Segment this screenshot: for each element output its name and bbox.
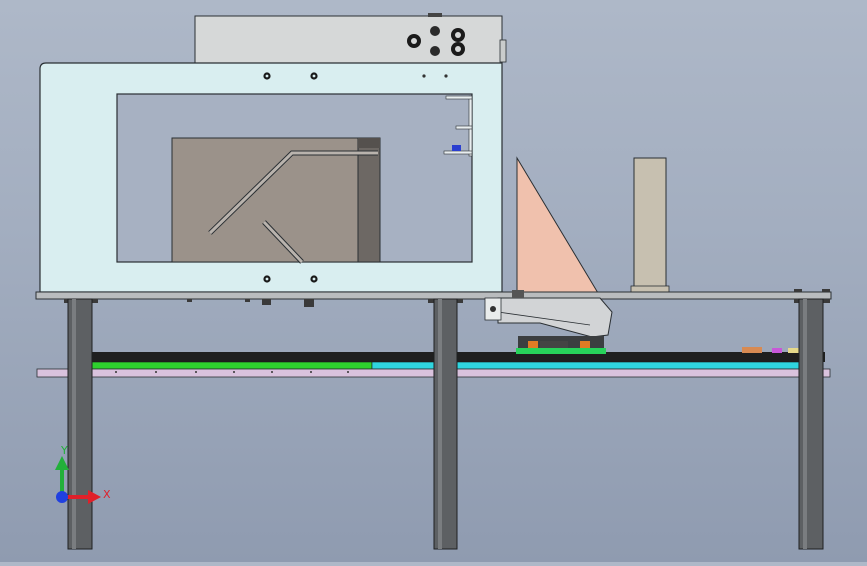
switch-icon[interactable] xyxy=(430,26,440,56)
bolt-icon xyxy=(263,72,448,283)
x-axis-arrow-icon xyxy=(64,490,101,504)
knob-icon[interactable] xyxy=(451,28,465,42)
y-axis-label: Y xyxy=(60,444,68,457)
wedge-plate[interactable] xyxy=(516,156,599,294)
actuator-assembly[interactable] xyxy=(484,290,613,349)
table-leg-left[interactable] xyxy=(67,298,93,550)
z-axis-dot-icon xyxy=(56,491,68,503)
table-leg-middle[interactable] xyxy=(433,298,458,550)
vertical-post[interactable] xyxy=(630,157,670,294)
knob-icon[interactable] xyxy=(451,42,465,56)
knob-icon[interactable] xyxy=(407,34,421,48)
rail-mark-icon xyxy=(115,371,349,373)
table-leg-right[interactable] xyxy=(798,298,824,550)
y-axis-arrow-icon xyxy=(55,456,69,496)
x-axis-label: X xyxy=(103,488,111,501)
coordinate-triad: Y X xyxy=(55,444,111,504)
top-control-box[interactable] xyxy=(194,13,507,64)
sensor-bracket[interactable] xyxy=(443,95,473,157)
inner-block[interactable] xyxy=(171,137,381,264)
